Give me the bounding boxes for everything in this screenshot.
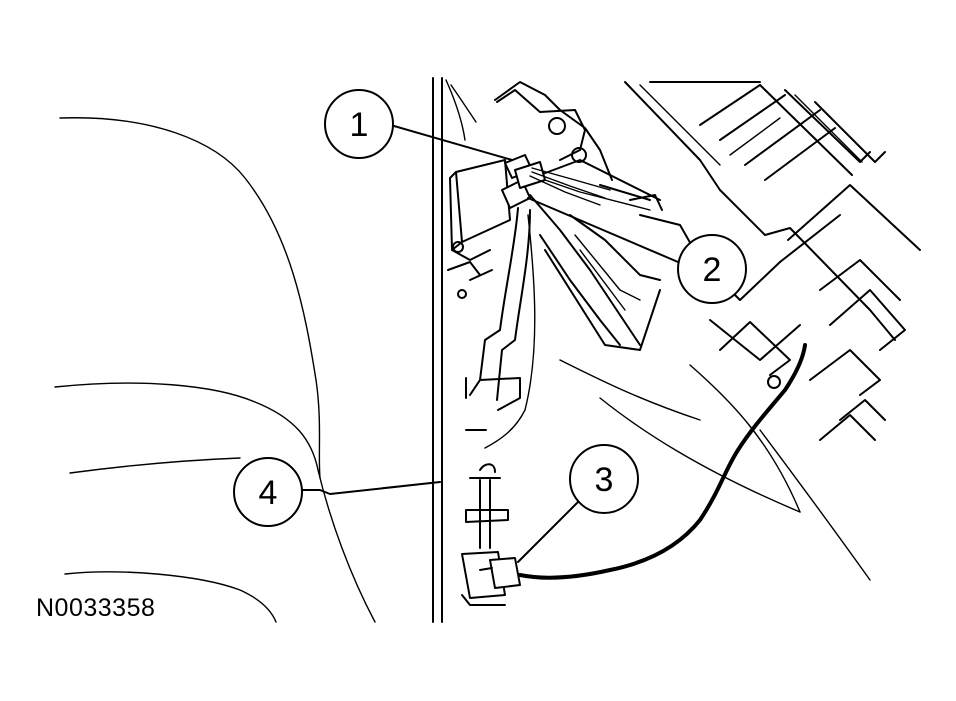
callout-3: 3 bbox=[569, 444, 639, 514]
callout-1-label: 1 bbox=[350, 106, 369, 144]
console-panel bbox=[494, 81, 921, 581]
callout-4: 4 bbox=[233, 457, 303, 527]
pillar-trim bbox=[432, 77, 477, 623]
lower-connector bbox=[461, 551, 521, 606]
callout-3-label: 3 bbox=[595, 461, 614, 499]
wiring-strap bbox=[465, 207, 536, 549]
mechanism-bracket bbox=[496, 89, 701, 351]
leader-lines bbox=[297, 125, 679, 563]
callout-2: 2 bbox=[677, 234, 747, 304]
control-module bbox=[447, 159, 511, 299]
harness-cable bbox=[518, 343, 807, 580]
upper-connectors bbox=[501, 154, 651, 211]
callout-2-label: 2 bbox=[703, 251, 722, 289]
callout-4-label: 4 bbox=[259, 474, 278, 512]
figure-id: N0033358 bbox=[36, 594, 156, 622]
seat-outline bbox=[54, 117, 376, 623]
callout-1: 1 bbox=[324, 89, 394, 159]
